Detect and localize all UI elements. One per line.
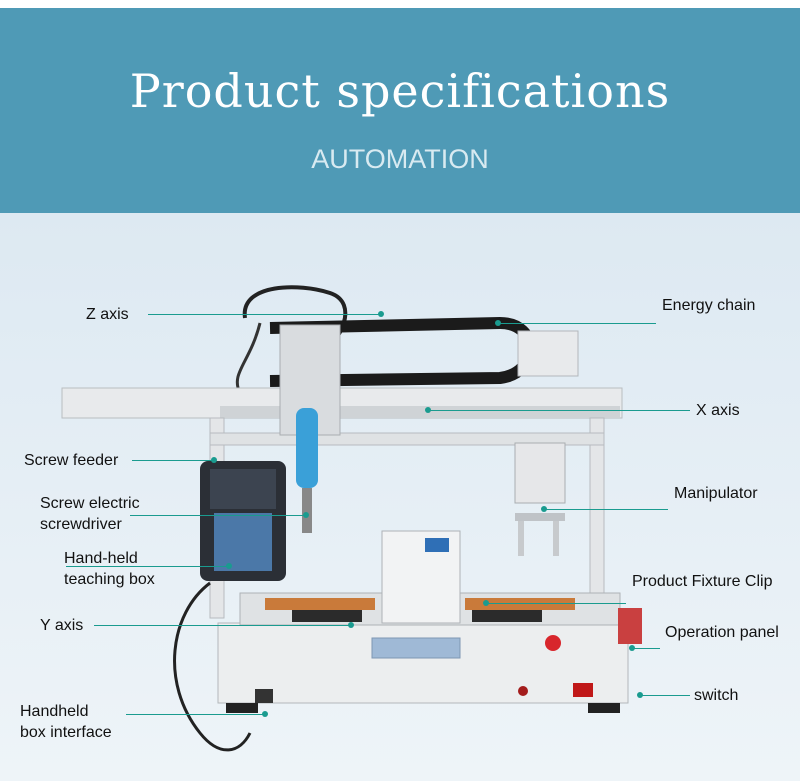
marker-manipulator (541, 506, 547, 512)
leader-screw-feeder (132, 460, 214, 461)
machine-illustration (61, 285, 642, 752)
page-subtitle: AUTOMATION (311, 144, 489, 174)
marker-switch (637, 692, 643, 698)
label-teaching-box-line2: teaching box (64, 571, 155, 588)
leader-switch (640, 695, 690, 696)
leader-energy-chain (498, 323, 656, 324)
header-banner: Product specifications AUTOMATION (0, 8, 800, 213)
label-z-axis: Z axis (86, 306, 129, 323)
leader-interface (126, 714, 264, 715)
label-x-axis: X axis (696, 402, 740, 419)
label-energy-chain: Energy chain (662, 297, 756, 314)
marker-z-axis (378, 311, 384, 317)
leader-fixture-clip (486, 603, 626, 604)
label-operation-panel: Operation panel (665, 624, 779, 641)
leader-x-axis (428, 410, 690, 411)
leader-teaching-box (66, 566, 228, 567)
machine-diagram: Z axis Screw feeder Screw electric screw… (0, 213, 800, 781)
label-fixture-clip: Product Fixture Clip (632, 573, 773, 590)
page-title: Product specifications (129, 64, 671, 118)
marker-operation-panel (629, 645, 635, 651)
leader-manipulator (544, 509, 668, 510)
marker-interface (262, 711, 268, 717)
label-y-axis: Y axis (40, 617, 84, 634)
marker-y-axis (348, 622, 354, 628)
leader-y-axis (94, 625, 350, 626)
label-interface-line1: Handheld (20, 703, 89, 720)
leader-z-axis (148, 314, 380, 315)
label-manipulator: Manipulator (674, 485, 758, 502)
label-screwdriver-line1: Screw electric (40, 495, 140, 512)
leader-screwdriver (130, 515, 305, 516)
marker-screwdriver (303, 512, 309, 518)
leader-operation-panel (632, 648, 660, 649)
label-screwdriver-line2: screwdriver (40, 516, 122, 533)
marker-teaching-box (226, 563, 232, 569)
label-interface-line2: box interface (20, 724, 112, 741)
marker-x-axis (425, 407, 431, 413)
marker-energy-chain (495, 320, 501, 326)
label-teaching-box-line1: Hand-held (64, 550, 138, 567)
label-switch: switch (694, 687, 739, 704)
marker-screw-feeder (211, 457, 217, 463)
label-screw-feeder: Screw feeder (24, 452, 119, 469)
marker-fixture-clip (483, 600, 489, 606)
